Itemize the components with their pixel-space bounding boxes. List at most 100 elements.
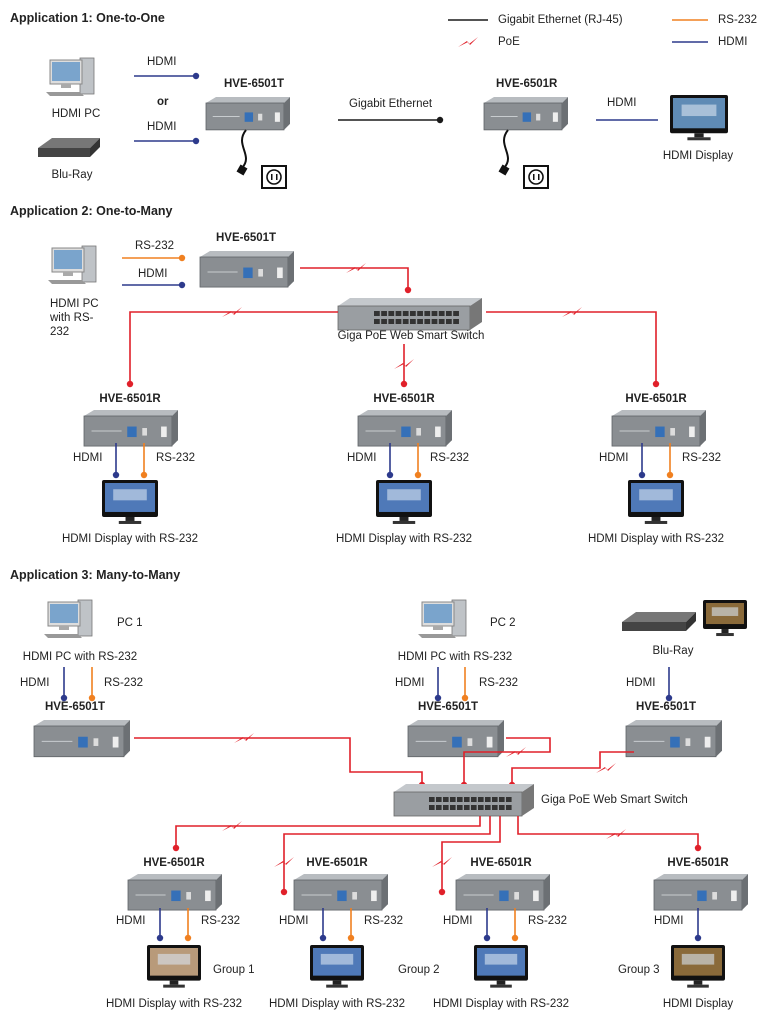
app3-poe-bolt-1 — [234, 733, 254, 743]
app3-rx-label-4: HVE-6501R — [667, 857, 729, 869]
app2-hdmi-label-center: HDMI — [347, 452, 377, 464]
app3-poe-rx2 — [280, 816, 491, 896]
app3-rx-label-3: HVE-6501R — [470, 857, 532, 869]
app3-rx-rs232-label-2: RS-232 — [364, 915, 403, 927]
app3-rx-hdmi-line-2 — [319, 908, 327, 942]
app3-rx-rs232-line-3 — [511, 908, 519, 942]
app3-pc1-label: PC 1 — [117, 617, 143, 629]
app2-rx-device-left — [83, 410, 178, 447]
app1-hdmi-label-1: HDMI — [147, 56, 177, 68]
app2-poe-bolt-4 — [562, 307, 582, 317]
app3-display-icon-3 — [474, 945, 528, 988]
app1-rx-power-plug — [498, 129, 549, 189]
app3-poe-bolt-2 — [506, 747, 526, 757]
app3-pc2-hdmi-line — [434, 667, 442, 702]
app2-display-label-center: HDMI Display with RS-232 — [335, 533, 473, 545]
app2-display-icon-left — [102, 480, 158, 524]
app3-rx-hdmi-label-1: HDMI — [116, 915, 146, 927]
app2-pc-icon — [48, 245, 97, 284]
app1-tx-label: HVE-6501T — [224, 78, 285, 90]
app3-rx-hdmi-label-4: HDMI — [654, 915, 684, 927]
app2-pc-label-2: with RS- — [50, 312, 94, 324]
app3-switch-label: Giga PoE Web Smart Switch — [541, 794, 688, 806]
app3-poe-bolt-3 — [596, 763, 616, 773]
app3-switch-device — [393, 784, 534, 817]
app2-tx-device — [199, 251, 294, 288]
app2-poe-bolt-2 — [222, 307, 242, 317]
app3-bluray-label: Blu-Ray — [652, 645, 694, 657]
app2-rx-label-left: HVE-6501R — [99, 393, 161, 405]
app3-rx-label-2: HVE-6501R — [306, 857, 368, 869]
app3-rx-rs232-label-3: RS-232 — [528, 915, 567, 927]
app3-group1-label: Group 1 — [213, 964, 255, 976]
app3-title: Application 3: Many-to-Many — [10, 568, 181, 582]
app3-tx1-device — [33, 720, 130, 758]
app3-pc1-icon — [44, 599, 93, 638]
app2-display-icon-center — [376, 480, 432, 524]
app3-rx-hdmi-line-4 — [694, 908, 702, 942]
app3-pc2-hdmi-label: HDMI — [395, 677, 425, 689]
app1-display-label: HDMI Display — [662, 150, 734, 162]
app3-display-label-1: HDMI Display with RS-232 — [105, 998, 243, 1010]
app3-display-label-4: HDMI Display — [662, 998, 734, 1010]
app1-or-label: or — [157, 96, 169, 108]
app3-rx-hdmi-line-1 — [156, 908, 164, 942]
app2-pc-label-1: HDMI PC — [50, 298, 99, 310]
app3-tx2-label: HVE-6501T — [417, 701, 479, 713]
app3-tx3-device — [625, 720, 722, 758]
app2-rs232-line-left — [140, 443, 148, 479]
app2-title: Application 2: One-to-Many — [10, 204, 173, 218]
legend-poe-icon — [458, 37, 478, 47]
app3-pc2-label: PC 2 — [490, 617, 516, 629]
app2-rx-label-right: HVE-6501R — [625, 393, 687, 405]
app2-rx-device-center — [357, 410, 452, 447]
app3-bluray-icon — [622, 612, 696, 631]
app3-group3-label: Group 3 — [618, 964, 660, 976]
app2-hdmi-label: HDMI — [138, 268, 168, 280]
app3-rx-rs232-line-2 — [347, 908, 355, 942]
app3-pc1-caption: HDMI PC with RS-232 — [22, 651, 138, 663]
app2-rs232-label-left: RS-232 — [156, 452, 195, 464]
app2-switch-device — [337, 298, 482, 331]
app1-hdmi-label-3: HDMI — [607, 97, 637, 109]
app2-rs232-line — [122, 254, 186, 262]
legend-rs232-label: RS-232 — [718, 14, 757, 26]
app2-hdmi-label-right: HDMI — [599, 452, 629, 464]
app3-pc2-caption: HDMI PC with RS-232 — [397, 651, 513, 663]
app3-rx-device-4 — [653, 874, 748, 911]
app2-rs232-label: RS-232 — [135, 240, 174, 252]
app2-poe-left — [126, 311, 338, 388]
app3-poe-bolt-5 — [274, 857, 294, 867]
app2-tx-label: HVE-6501T — [216, 232, 277, 244]
app3-pc2-icon — [418, 599, 467, 638]
app1-ethernet-label: Gigabit Ethernet — [349, 98, 433, 110]
app2-hdmi-line-center — [386, 443, 394, 479]
app3-display-icon-1 — [147, 945, 201, 988]
app3-rx-rs232-label-1: RS-232 — [201, 915, 240, 927]
app2-display-label-left: HDMI Display with RS-232 — [61, 533, 199, 545]
app2-display-label-right: HDMI Display with RS-232 — [587, 533, 725, 545]
app3-rx-device-2 — [293, 874, 388, 911]
app1-hdmi-pc-icon — [46, 57, 95, 96]
app2-switch-label: Giga PoE Web Smart Switch — [337, 330, 485, 342]
app3-pc1-rs232-line — [88, 667, 96, 702]
app3-bluray-hdmi-label: HDMI — [626, 677, 656, 689]
app1-title: Application 1: One-to-One — [10, 11, 165, 25]
app2-rs232-line-right — [666, 443, 674, 479]
app3-group2-label: Group 2 — [398, 964, 440, 976]
app3-pc2-rs232-line — [461, 667, 469, 702]
app3-rx-hdmi-label-2: HDMI — [279, 915, 309, 927]
app2-display-icon-right — [628, 480, 684, 524]
legend-ethernet-label: Gigabit Ethernet (RJ-45) — [498, 14, 623, 26]
app3-bluray-hdmi-line — [665, 667, 673, 702]
app2-poe-tx-switch — [300, 267, 412, 294]
app3-pc1-hdmi-label: HDMI — [20, 677, 50, 689]
app3-poe-rx1 — [172, 816, 481, 852]
app3-display-label-3: HDMI Display with RS-232 — [432, 998, 570, 1010]
app3-tx1-label: HVE-6501T — [44, 701, 106, 713]
app2-rx-label-center: HVE-6501R — [373, 393, 435, 405]
app3-rx-label-1: HVE-6501R — [143, 857, 205, 869]
app1-rx-label: HVE-6501R — [496, 78, 558, 90]
app2-hdmi-label-left: HDMI — [73, 452, 103, 464]
